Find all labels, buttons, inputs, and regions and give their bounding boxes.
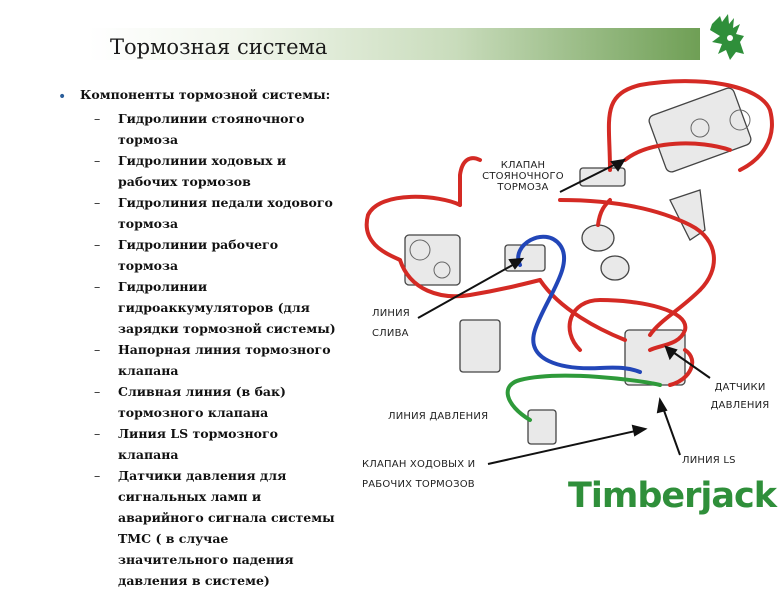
list-item: – Датчики давления для сигнальных ламп и … [94,465,339,591]
label-line: КЛАПАН ХОДОВЫХ И [362,459,476,470]
service-valve-leader [487,429,641,465]
list-item-text: Гидролинии ходовых и рабочих тормозов [118,153,287,189]
parking-valve-leader [559,161,621,193]
green-pressure-line [505,373,662,422]
list-item: – Линия LS тормозного клапана [94,423,339,465]
parking-brake-valve-block [579,167,626,187]
timberjack-logo: Timberjack [568,476,777,516]
dash-marker: – [94,384,101,399]
list-item-text: Гидролинии стояночного тормоза [118,111,305,147]
deer-logo-icon [704,14,758,62]
title-bar [88,28,700,60]
ls-line-arrow-icon [656,397,668,414]
dash-marker: – [94,195,101,210]
red-line-top-left [458,156,482,207]
service-valve-arrow-icon [631,424,648,437]
red-line-parking-1 [606,79,774,172]
red-line-left-bottom [398,258,542,299]
red-line-left-loop [364,194,462,262]
label-line: ЛИНИЯ [372,308,410,319]
mount-bracket [404,234,461,286]
pedal-valve-block [504,244,546,272]
list-item-text: Гидролиния педали ходового тормоза [118,195,333,231]
label-line: ДАВЛЕНИЯ [710,400,770,411]
components-heading: Компоненты тормозной системы: [80,87,331,102]
label-line: СЛИВА [372,328,409,339]
parking-valve-arrow-icon [610,158,626,172]
list-item-text: Напорная линия тормозного клапана [118,342,331,378]
label-line: ДАТЧИКИ [714,382,766,393]
list-item: – Гидролинии рабочего тормоза [94,234,339,276]
pressure-sensor-block [527,409,557,445]
list-item: – Гидролиния педали ходового тормоза [94,192,339,234]
list-item: – Напорная линия тормозного клапана [94,339,339,381]
bullet-marker: • [58,89,67,105]
ls-line-leader [661,404,681,456]
dash-marker: – [94,111,101,126]
drain-line-leader [417,261,519,319]
label-line: РАБОЧИХ ТОРМОЗОВ [362,479,475,490]
drain-block [459,319,501,373]
list-item-text: Линия LS тормозного клапана [118,426,278,462]
list-item: – Гидролинии стояночного тормоза [94,108,339,150]
label-line: ТОРМОЗА [497,182,549,193]
dash-marker: – [94,342,101,357]
label-line: КЛАПАН [500,160,546,171]
slide-title: Тормозная система [110,35,328,59]
red-line-accumulator [596,198,612,227]
label-pressure-line: ЛИНИЯ ДАВЛЕНИЯ [388,411,489,422]
dash-marker: – [94,426,101,441]
list-item-text: Гидролинии рабочего тормоза [118,237,279,273]
sensor-arrow-icon [664,345,678,361]
label-parking-valve: КЛАПАН СТОЯНОЧНОГО ТОРМОЗА [477,160,569,193]
list-item-text: Гидролинии гидроаккумуляторов (для заряд… [118,279,336,336]
accumulator-1 [581,224,615,252]
label-drain-line: ЛИНИЯ СЛИВА [372,308,410,339]
red-line-parking-2 [623,141,732,162]
red-line-service-1 [648,288,702,337]
label-pressure-sensors: ДАТЧИКИ ДАВЛЕНИЯ [700,382,780,411]
red-line-pedal [558,198,716,292]
list-item-text: Датчики давления для сигнальных ламп и а… [118,468,335,588]
dash-marker: – [94,279,101,294]
brake-system-diagram [364,79,774,465]
list-item: – Гидролинии ходовых и рабочих тормозов [94,150,339,192]
list-item: – Гидролинии гидроаккумуляторов (для заря… [94,276,339,339]
list-item: – Сливная линия (в бак) тормозного клапан… [94,381,339,423]
brake-manifold-block [648,87,752,173]
label-ls-line: ЛИНИЯ LS [682,455,736,466]
red-line-down [538,278,627,342]
dash-marker: – [94,153,101,168]
components-list: – Гидролинии стояночного тормоза – Гидроли… [94,108,339,591]
blue-drain-line [516,234,642,374]
drain-line-arrow-icon [508,257,525,270]
red-line-right-down [668,348,695,387]
label-line: СТОЯНОЧНОГО [482,171,564,182]
dash-marker: – [94,468,101,483]
red-line-lower-loop [567,297,688,352]
label-service-valve: КЛАПАН ХОДОВЫХ И РАБОЧИХ ТОРМОЗОВ [362,459,475,490]
service-brake-valve-block [624,329,686,386]
sensor-leader [669,349,711,379]
accumulator-2 [600,255,630,281]
list-item-text: Сливная линия (в бак) тормозного клапана [118,384,286,420]
dash-marker: – [94,237,101,252]
